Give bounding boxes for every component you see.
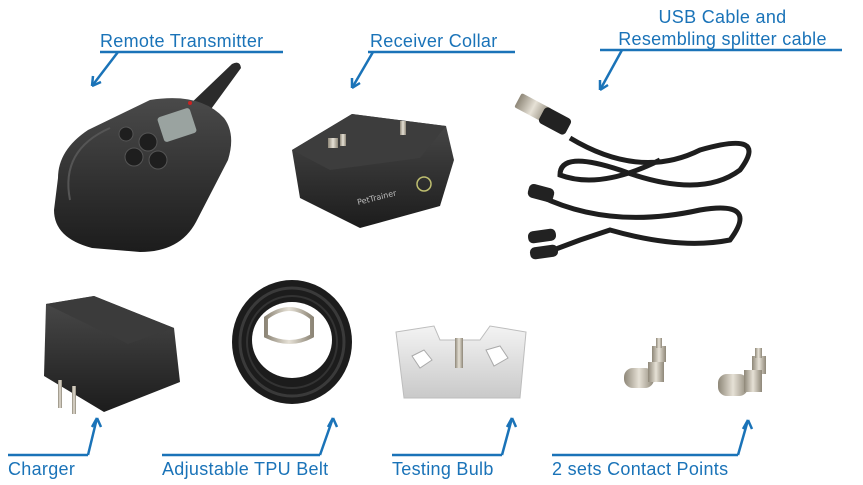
label-usb-cable: USB Cable and Resembling splitter cable: [600, 6, 845, 50]
label-remote-transmitter: Remote Transmitter: [100, 31, 264, 51]
label-usb-cable-line1: USB Cable and: [658, 7, 787, 27]
pointer-arrows: [8, 48, 842, 457]
label-testing-bulb: Testing Bulb: [392, 459, 494, 479]
tpu-belt-image: [232, 280, 352, 404]
label-receiver-collar: Receiver Collar: [370, 31, 498, 51]
charger-image: [44, 296, 180, 414]
contact-points-image: [624, 338, 766, 396]
label-tpu-belt: Adjustable TPU Belt: [162, 459, 329, 479]
usb-cable-image: [514, 93, 752, 260]
testing-bulb-image: [395, 325, 527, 399]
label-charger: Charger: [8, 459, 76, 479]
remote-transmitter-image: [54, 62, 241, 252]
receiver-collar-image: PetTrainer: [292, 114, 454, 228]
label-contact-points: 2 sets Contact Points: [552, 459, 729, 479]
label-usb-cable-line2: Resembling splitter cable: [618, 29, 827, 49]
